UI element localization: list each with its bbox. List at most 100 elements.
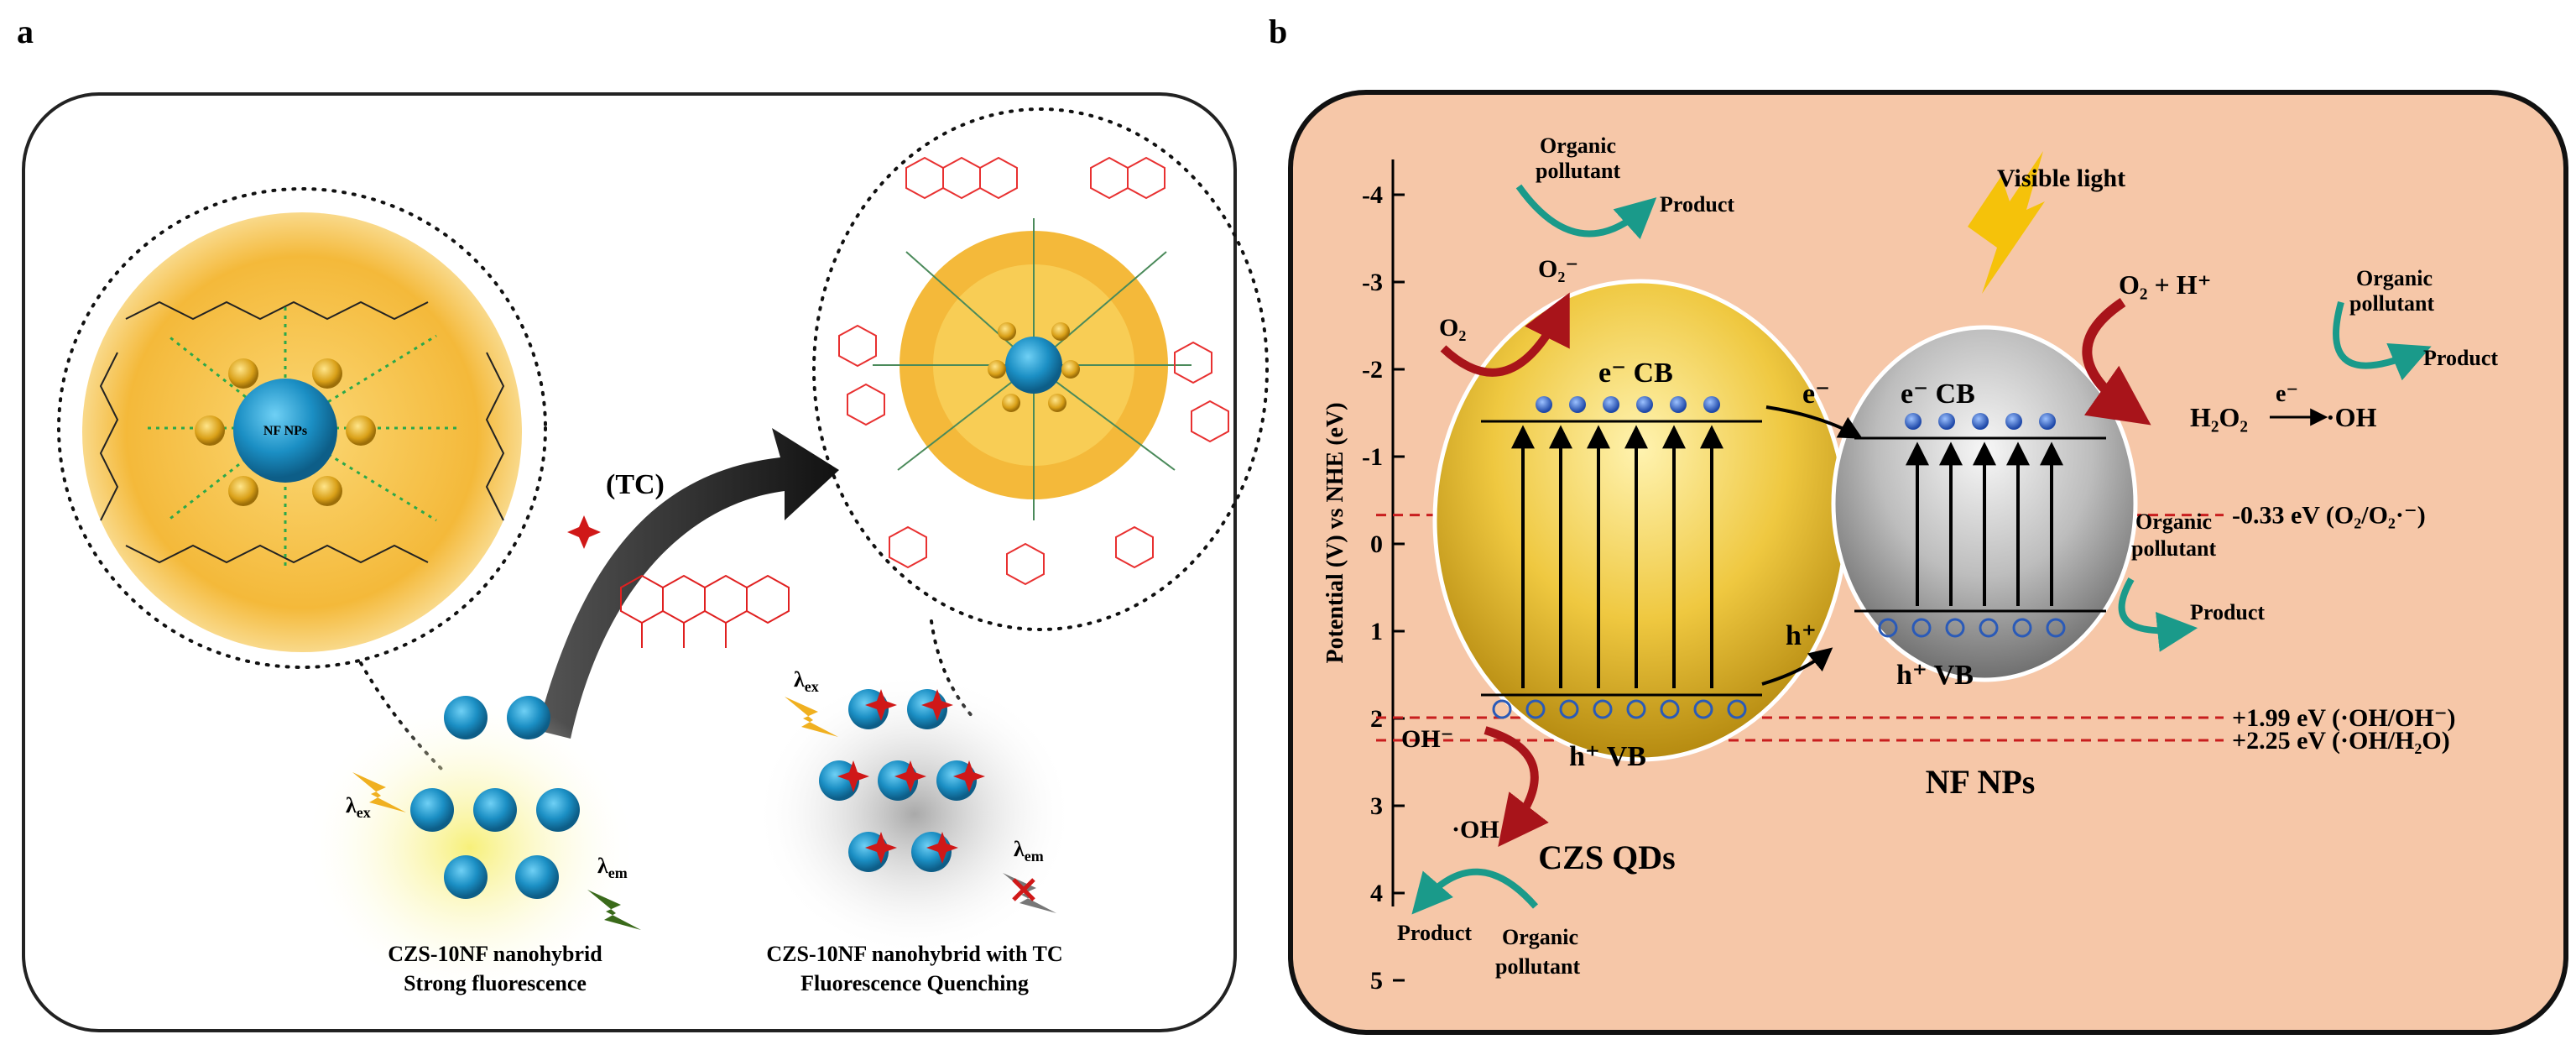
czs-qds-particle bbox=[1432, 279, 1849, 762]
excitation-bolt-left bbox=[352, 772, 406, 812]
y-tick-label: 0 bbox=[1370, 530, 1383, 558]
tc-star-icon bbox=[567, 515, 601, 549]
gray-glow bbox=[755, 671, 1074, 957]
left-caption-line1: CZS-10NF nanohybrid bbox=[388, 942, 602, 966]
right-bubble-tail bbox=[930, 619, 975, 719]
mr-product: Product bbox=[2190, 600, 2265, 624]
czs-name: CZS QDs bbox=[1538, 838, 1675, 876]
tr-pollutant-line2: pollutant bbox=[2349, 291, 2434, 316]
tr-red-arrow bbox=[2082, 298, 2151, 426]
czs-excitation-arrows bbox=[1511, 425, 1723, 688]
bl-pollutant-line2: pollutant bbox=[1495, 954, 1580, 979]
tl-pollutant-line2: pollutant bbox=[1536, 159, 1620, 183]
czs-electrons bbox=[1536, 396, 1720, 413]
tl-pollutant-line1: Organic bbox=[1540, 133, 1616, 158]
tr-oh: ·OH bbox=[2326, 402, 2377, 432]
panel-b: -4 -3 -2 -1 0 1 2 3 4 5 Potential (V) vs NHE (eV)… bbox=[1288, 90, 2568, 1035]
tr-h2o2: H₂O₂ bbox=[2190, 402, 2248, 432]
lambda-em-right: λem bbox=[1014, 837, 1044, 865]
tl-o2minus: O₂⁻ bbox=[1538, 255, 1578, 283]
nf-cb-label: e⁻ CB bbox=[1901, 379, 1975, 410]
y-tick-label: 4 bbox=[1370, 880, 1383, 907]
tr-pollutant-line1: Organic bbox=[2356, 266, 2433, 290]
mr-teal-arrow bbox=[2118, 577, 2198, 652]
potential-label: -0.33 eV (O₂/O₂·⁻) bbox=[2232, 502, 2426, 530]
y-ticks: -4 -3 -2 -1 0 1 2 3 4 5 bbox=[1362, 181, 1405, 995]
quench-cross-icon bbox=[1012, 878, 1035, 901]
y-tick-label: -2 bbox=[1362, 356, 1383, 384]
nf-holes bbox=[1878, 618, 2066, 638]
zns-shell-right bbox=[988, 322, 1080, 412]
cluster-particles-left bbox=[410, 696, 580, 899]
czs-vb-label: h⁺ VB bbox=[1569, 741, 1646, 772]
left-nanohybrid-cluster: λex λem CZS-10NF nanohybrid Strong fluor… bbox=[302, 696, 641, 999]
left-dotted-outline bbox=[57, 187, 547, 669]
y-tick-label: 5 bbox=[1370, 967, 1383, 995]
left-zoom-bubble: NF NPs bbox=[57, 187, 547, 774]
tc-label: (TC) bbox=[606, 469, 665, 500]
tr-reactant: O₂ + H⁺ bbox=[2119, 269, 2212, 300]
panel-a-letter: a bbox=[17, 13, 34, 50]
electron-transfer-arrow bbox=[1765, 405, 1863, 439]
right-caption-line2: Fluorescence Quenching bbox=[800, 971, 1029, 995]
tl-red-arrow bbox=[1440, 292, 1570, 377]
bl-ohrad: ·OH bbox=[1452, 816, 1499, 844]
y-tick-label: 1 bbox=[1370, 618, 1383, 645]
nf-core-label: NF NPs bbox=[263, 424, 307, 438]
lightning-bolt-icon bbox=[1968, 151, 2045, 294]
mr-pollutant-line2: pollutant bbox=[2131, 536, 2216, 561]
right-dotted-outline bbox=[812, 107, 1269, 631]
left-caption-line2: Strong fluorescence bbox=[404, 971, 587, 995]
visible-light-label: Visible light bbox=[1997, 165, 2125, 192]
tc-molecule bbox=[620, 574, 790, 648]
electron-transfer-label: e⁻ bbox=[1802, 379, 1830, 410]
potential-label: +1.99 eV (·OH/OH⁻) bbox=[2232, 704, 2456, 732]
panel-b-letter: b bbox=[1269, 13, 1288, 50]
nf-vb-label: h⁺ VB bbox=[1896, 660, 1974, 691]
tr-e: e⁻ bbox=[2276, 381, 2298, 407]
tr-product: Product bbox=[2423, 346, 2498, 370]
right-nanohybrid-cluster: λex λem CZS-10NF nanohybrid with TC Fluo… bbox=[755, 667, 1074, 995]
nf-core-left bbox=[233, 379, 337, 483]
right-zoom-bubble bbox=[812, 107, 1269, 719]
hole-transfer-arrow bbox=[1761, 647, 1833, 686]
curved-arrow bbox=[537, 428, 839, 739]
yellow-glow bbox=[302, 697, 638, 999]
bl-teal-arrow bbox=[1411, 868, 1539, 915]
lambda-em-left: λem bbox=[597, 854, 628, 881]
y-tick-label: -4 bbox=[1362, 181, 1383, 209]
y-axis-label: Potential (V) vs NHE (eV) bbox=[1322, 402, 1348, 663]
nf-name: NF NPs bbox=[1926, 763, 2036, 801]
y-tick-label: 2 bbox=[1370, 705, 1383, 733]
tl-product: Product bbox=[1660, 192, 1734, 217]
emission-bolt-left bbox=[587, 890, 641, 930]
tc-molecules-around bbox=[838, 156, 1229, 586]
czs-cb-label: e⁻ CB bbox=[1598, 358, 1673, 389]
zns-shell-left bbox=[195, 358, 376, 506]
chitosan-network-left bbox=[99, 300, 505, 564]
nf-core-right bbox=[1005, 337, 1062, 394]
y-tick-label: -3 bbox=[1362, 269, 1383, 296]
nf-excitation-arrows bbox=[1906, 441, 2063, 606]
potential-label: +2.25 eV (·OH/H₂O) bbox=[2232, 727, 2450, 755]
right-caption-line1: CZS-10NF nanohybrid with TC bbox=[766, 942, 1062, 966]
tl-teal-arrow bbox=[1515, 184, 1657, 240]
panel-a: NF NPs (TC) bbox=[22, 92, 1269, 1032]
czs-holes bbox=[1492, 699, 1747, 719]
mr-pollutant-line1: Organic bbox=[2135, 509, 2212, 534]
y-tick-label: 3 bbox=[1370, 792, 1383, 820]
tl-o2: O₂ bbox=[1439, 314, 1466, 342]
bl-red-arrow bbox=[1484, 726, 1549, 847]
y-tick-label: -1 bbox=[1362, 443, 1383, 471]
hole-transfer-label: h⁺ bbox=[1786, 620, 1817, 651]
bl-ohminus: OH⁻ bbox=[1401, 725, 1454, 753]
bl-product: Product bbox=[1397, 921, 1472, 945]
bond-lines-left bbox=[143, 302, 461, 571]
excitation-bolt-right bbox=[785, 697, 838, 737]
nf-electrons bbox=[1905, 413, 2056, 430]
tc-stars-on-cluster bbox=[837, 689, 985, 864]
lambda-ex-right: λex bbox=[794, 667, 819, 695]
lambda-ex-left: λex bbox=[346, 793, 371, 821]
bl-pollutant-line1: Organic bbox=[1502, 925, 1578, 949]
